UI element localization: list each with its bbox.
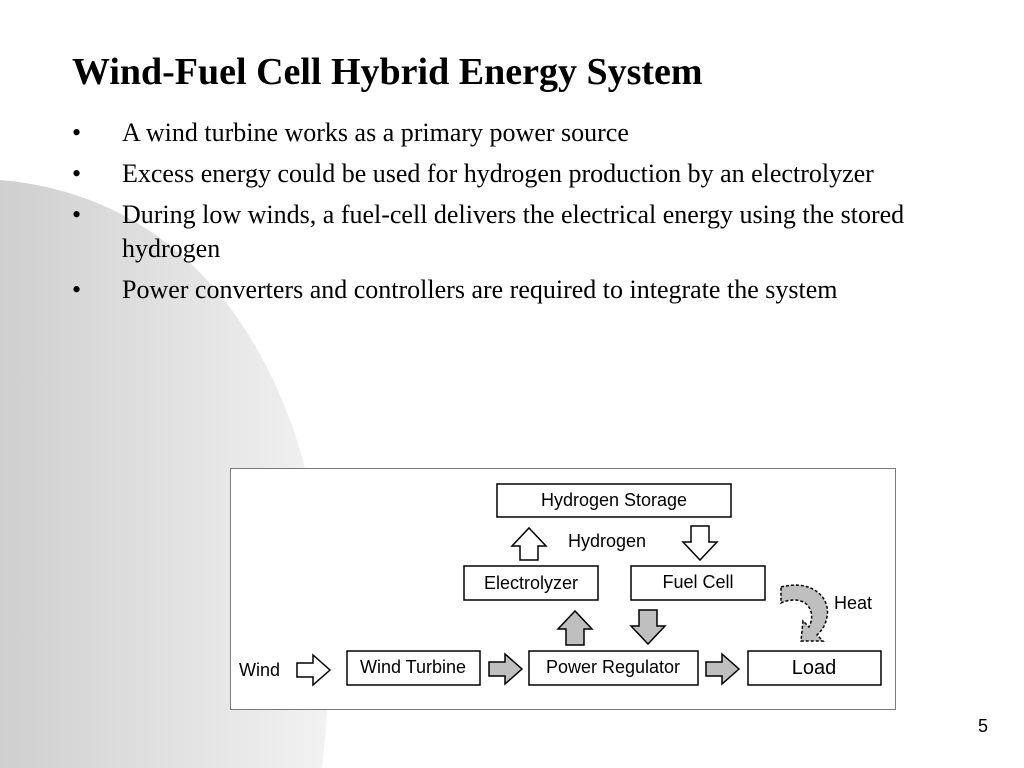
bullet-text: During low winds, a fuel-cell delivers t… xyxy=(122,200,905,263)
bullet-marker: • xyxy=(72,118,82,147)
bullet-item: • Power converters and controllers are r… xyxy=(72,273,952,307)
bullet-item: • Excess energy could be used for hydrog… xyxy=(72,157,952,191)
wind-input-arrow-icon xyxy=(296,653,332,687)
fuelcell-to-regulator-arrow-icon xyxy=(629,609,667,646)
bullet-marker: • xyxy=(72,200,82,229)
bullet-marker: • xyxy=(72,159,82,188)
bullet-item: • A wind turbine works as a primary powe… xyxy=(72,116,952,150)
hydrogen-up-arrow-icon xyxy=(510,526,548,561)
electrolyzer-box xyxy=(463,565,599,601)
fuel-cell-block: Fuel Cell xyxy=(630,565,766,601)
system-diagram-canvas: Hydrogen Storage Electrolyzer Fuel Cell … xyxy=(239,483,882,687)
regulator-to-electrolyzer-arrow-icon xyxy=(556,609,594,646)
bullet-item: • During low winds, a fuel-cell delivers… xyxy=(72,198,952,266)
hydrogen-storage-box xyxy=(496,483,732,518)
page-number: 5 xyxy=(977,716,988,736)
fuel-cell-box xyxy=(630,565,766,601)
bullet-text: Power converters and controllers are req… xyxy=(122,275,838,304)
bullet-list: • A wind turbine works as a primary powe… xyxy=(72,116,952,314)
bullet-marker: • xyxy=(72,275,82,304)
wind-turbine-block: Wind Turbine xyxy=(346,650,481,686)
heat-arrow-icon xyxy=(780,584,829,642)
load-box xyxy=(747,650,882,686)
power-regulator-box xyxy=(528,650,699,686)
electrolyzer-label: Electrolyzer xyxy=(484,573,578,593)
hydrogen-label: Hydrogen xyxy=(568,531,646,551)
wind-label: Wind xyxy=(239,660,280,680)
hydrogen-storage-label: Hydrogen Storage xyxy=(541,490,687,510)
load-block: Load xyxy=(747,650,882,686)
fuel-cell-label: Fuel Cell xyxy=(662,572,733,592)
system-diagram: Hydrogen Storage Electrolyzer Fuel Cell … xyxy=(230,468,896,710)
wind-turbine-box xyxy=(346,650,481,686)
heat-label: Heat xyxy=(834,593,872,613)
regulator-to-load-arrow-icon xyxy=(705,652,741,686)
hydrogen-down-arrow-icon xyxy=(681,525,719,562)
electrolyzer-block: Electrolyzer xyxy=(463,565,599,601)
power-regulator-block: Power Regulator xyxy=(528,650,699,686)
hydrogen-storage-block: Hydrogen Storage xyxy=(496,483,732,518)
bullet-text: Excess energy could be used for hydrogen… xyxy=(122,159,874,188)
load-label: Load xyxy=(792,657,837,679)
turbine-to-regulator-arrow-icon xyxy=(488,652,524,686)
power-regulator-label: Power Regulator xyxy=(546,657,680,677)
slide-title: Wind-Fuel Cell Hybrid Energy System xyxy=(72,51,703,93)
bullet-text: A wind turbine works as a primary power … xyxy=(122,118,629,147)
wind-turbine-label: Wind Turbine xyxy=(360,657,466,677)
